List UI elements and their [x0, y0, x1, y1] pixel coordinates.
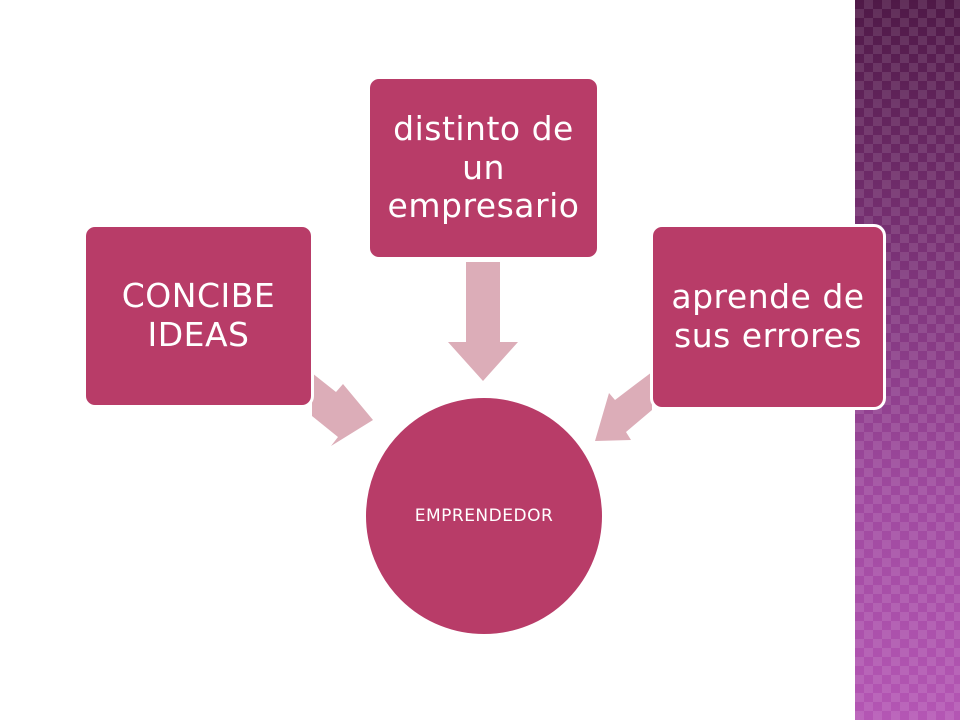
node-label: aprende de sus errores — [671, 277, 865, 355]
center-label: EMPRENDEDOR — [414, 506, 554, 526]
node-concibe-ideas: CONCIBE IDEAS — [83, 224, 314, 408]
arrow-right-to-center — [595, 372, 652, 441]
decorative-side-band — [855, 0, 960, 720]
node-label: distinto de un empresario — [387, 108, 580, 226]
arrow-left-to-center — [312, 373, 373, 446]
center-node-emprendedor: EMPRENDEDOR — [363, 395, 605, 637]
arrow-top-to-center — [448, 262, 518, 381]
node-label: CONCIBE IDEAS — [121, 276, 276, 354]
node-distinto-de-un-empresario: distinto de un empresario — [367, 76, 600, 260]
node-aprende-de-sus-errores: aprende de sus errores — [650, 224, 886, 410]
